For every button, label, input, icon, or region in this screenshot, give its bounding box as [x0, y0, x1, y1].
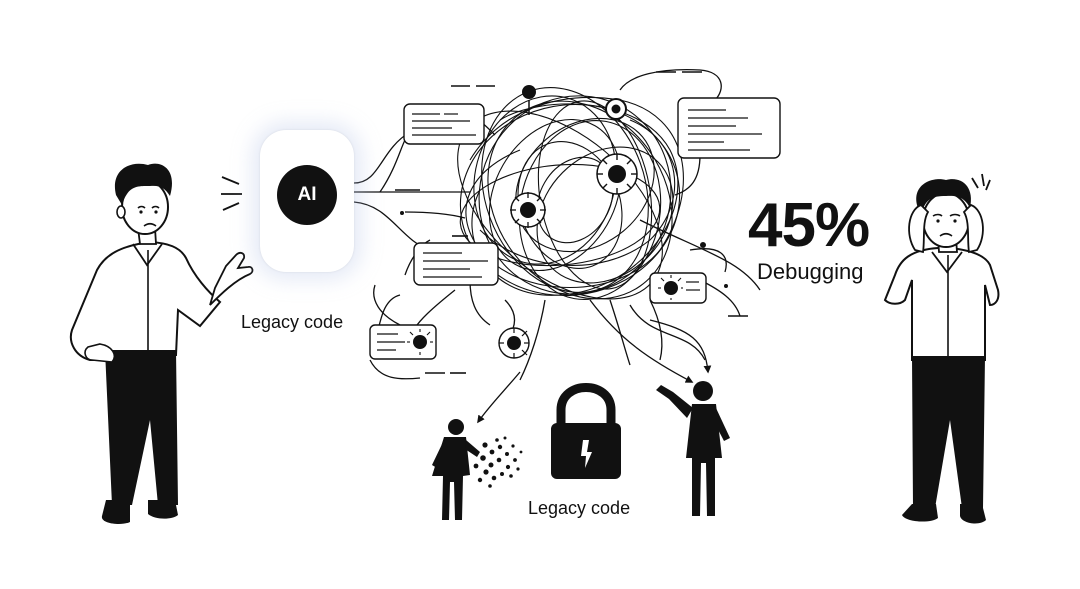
bug-icon	[522, 85, 536, 115]
frustrated-developer	[70, 163, 254, 524]
ai-badge: AI	[277, 165, 337, 225]
code-snippet-card	[403, 103, 485, 145]
stressed-developer	[883, 173, 1000, 524]
waving-figure	[656, 381, 730, 516]
padlock-icon	[551, 383, 621, 479]
bug-icon	[596, 153, 638, 195]
debugging-label: Debugging	[757, 259, 864, 284]
code-snippet-card	[413, 242, 499, 286]
legacy-code-caption: Legacy code	[528, 498, 631, 518]
code-snippet-card	[677, 97, 781, 159]
bug-icon	[400, 211, 728, 288]
bug-icon	[510, 192, 546, 228]
code-snippet-card	[369, 324, 437, 360]
debugging-percentage: 45%	[748, 191, 870, 260]
eye-icon	[605, 98, 627, 120]
code-snippet-card	[649, 272, 707, 304]
legacy-code-label: Legacy code	[241, 312, 344, 332]
bug-icon	[498, 327, 530, 359]
disintegrating-figure	[432, 419, 523, 520]
dash-marks	[395, 71, 748, 374]
